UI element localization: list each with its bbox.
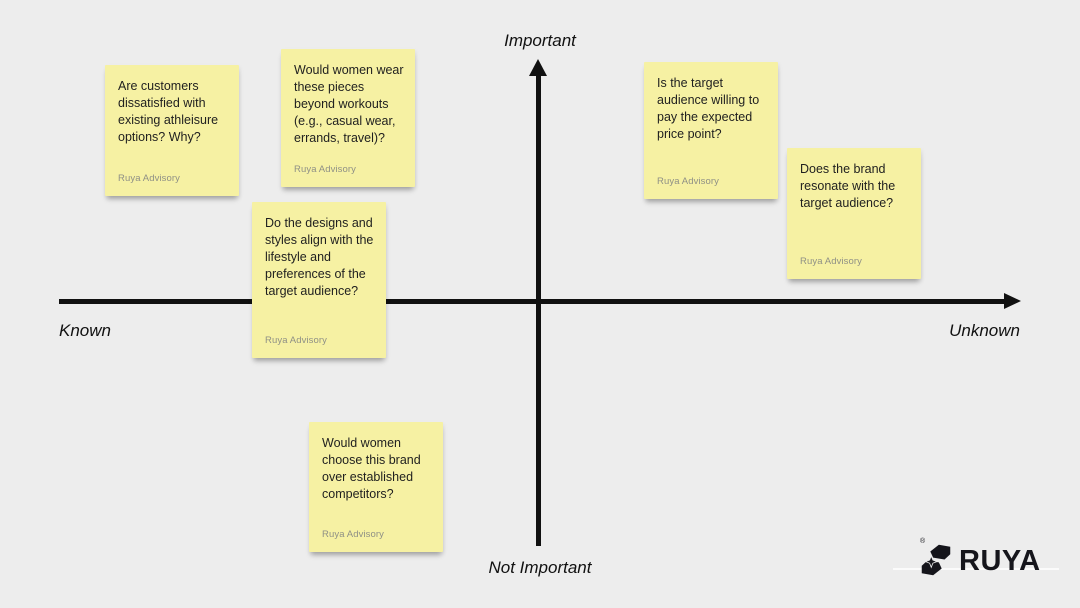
ruya-logo: ® RUYA [918, 538, 1041, 584]
sticky-note-text: Would women choose this brand over estab… [322, 436, 421, 501]
sticky-note-designs-align-lifestyle[interactable]: Do the designs and styles align with the… [252, 202, 386, 358]
sticky-note-text: Are customers dissatisfied with existing… [118, 79, 219, 144]
sticky-note-author: Ruya Advisory [800, 256, 863, 267]
vertical-axis-arrow-up-icon [529, 59, 547, 76]
sticky-note-text: Do the designs and styles align with the… [265, 216, 374, 298]
sticky-note-brand-resonance[interactable]: Does the brand resonate with the target … [787, 148, 921, 279]
axis-label-not-important: Not Important [488, 558, 592, 577]
sticky-note-author: Ruya Advisory [294, 164, 357, 175]
horizontal-axis-arrow-right-icon [1004, 293, 1021, 309]
sticky-note-author: Ruya Advisory [118, 173, 181, 184]
axis-label-important: Important [504, 31, 576, 50]
registered-trademark-symbol: ® [920, 538, 926, 545]
axis-label-known: Known [59, 321, 111, 340]
axis-label-unknown: Unknown [949, 321, 1020, 340]
sticky-note-price-point[interactable]: Is the target audience willing to pay th… [644, 62, 778, 199]
logo-underline [893, 568, 1059, 570]
sticky-note-choose-over-competitors[interactable]: Would women choose this brand over estab… [309, 422, 443, 552]
vertical-axis-line [536, 73, 541, 546]
horizontal-axis-line [59, 299, 1006, 304]
sticky-note-text: Does the brand resonate with the target … [800, 162, 896, 210]
sticky-note-wear-beyond-workouts[interactable]: Would women wear these pieces beyond wor… [281, 49, 415, 187]
sticky-note-text: Is the target audience willing to pay th… [657, 76, 760, 141]
sticky-note-author: Ruya Advisory [322, 529, 385, 540]
sticky-note-text: Would women wear these pieces beyond wor… [294, 63, 404, 145]
ruya-hands-sparkle-icon [918, 541, 954, 584]
sticky-note-author: Ruya Advisory [657, 176, 720, 187]
ruya-wordmark: RUYA [959, 544, 1041, 577]
sticky-note-author: Ruya Advisory [265, 335, 328, 346]
sticky-note-athleisure-dissatisfaction[interactable]: Are customers dissatisfied with existing… [105, 65, 239, 196]
